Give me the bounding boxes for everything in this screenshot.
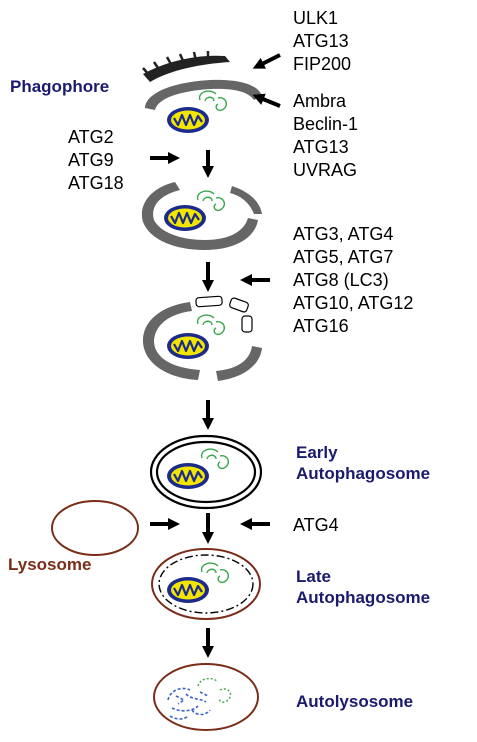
protein-atg10-atg12: ATG10, ATG12 [293, 293, 413, 313]
initiation-membrane [143, 55, 230, 82]
protein-atg8-lc3: ATG8 (LC3) [293, 270, 389, 290]
phagophore-stage [142, 51, 281, 135]
label-late-2: Autophagosome [296, 588, 430, 607]
phagophore-membrane [145, 79, 262, 110]
label-early-1: Early [296, 443, 338, 462]
protein-atg16: ATG16 [293, 316, 349, 336]
lysosome-shape [51, 500, 139, 556]
autolysosome [153, 663, 259, 731]
protein-atg13-b: ATG13 [293, 137, 349, 157]
protein-atg18: ATG18 [68, 173, 124, 193]
protein-atg13-a: ATG13 [293, 31, 349, 51]
arrow-nucleation [252, 93, 281, 108]
early-autophagosome [149, 434, 263, 510]
protein-uvrag: UVRAG [293, 160, 357, 180]
protein-beclin1: Beclin-1 [293, 114, 358, 134]
protein-fip200: FIP200 [293, 54, 351, 74]
protein-atg4-fusion: ATG4 [293, 515, 339, 535]
late-autophagosome [151, 548, 261, 620]
arrow-initiation [252, 53, 281, 69]
protein-ambra: Ambra [293, 91, 347, 111]
protein-ulk1: ULK1 [293, 8, 338, 28]
protein-atg9: ATG9 [68, 150, 114, 170]
protein-atg3-atg4: ATG3, ATG4 [293, 224, 393, 244]
protein-atg5-atg7: ATG5, ATG7 [293, 247, 393, 267]
label-late-1: Late [296, 567, 331, 586]
label-autolysosome: Autolysosome [296, 692, 413, 711]
protein-atg2: ATG2 [68, 127, 114, 147]
label-phagophore: Phagophore [10, 77, 109, 96]
closing-phagophore [142, 295, 262, 381]
label-lysosome: Lysosome [8, 555, 91, 574]
expanding-phagophore [141, 182, 262, 250]
label-early-2: Autophagosome [296, 464, 430, 483]
